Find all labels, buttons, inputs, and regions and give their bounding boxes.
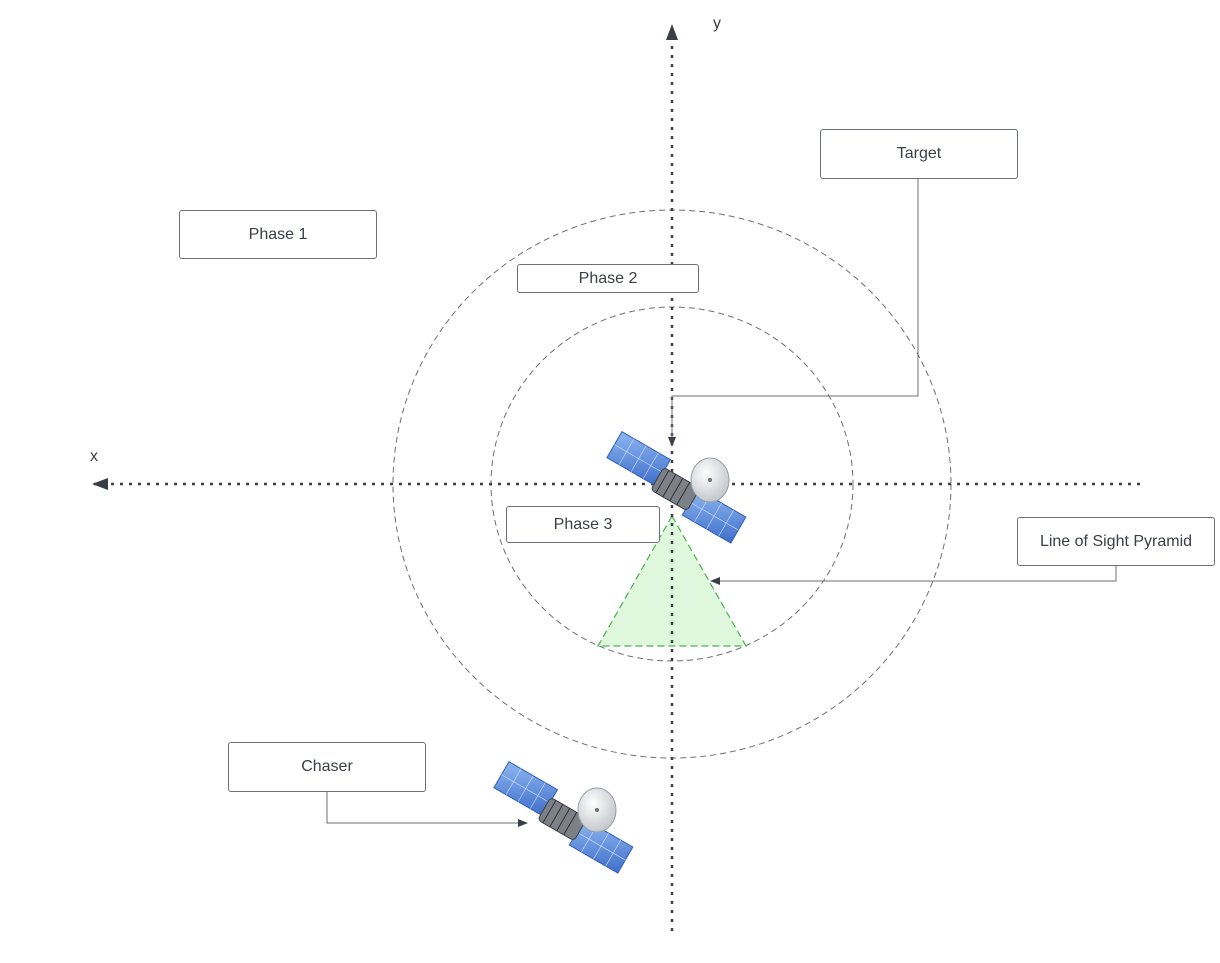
- chaser-label: Chaser: [228, 742, 426, 792]
- phase3-label: Phase 3: [506, 506, 660, 543]
- x-axis-label: x: [90, 448, 98, 465]
- chaser-satellite-icon: [493, 760, 634, 874]
- line-of-sight-pyramid: [596, 514, 748, 647]
- line-of-sight-connector: [710, 565, 1117, 585]
- target-connector: [668, 178, 919, 447]
- target-label: Target: [820, 129, 1018, 179]
- phase1-label: Phase 1: [179, 210, 377, 259]
- line-of-sight-label: Line of Sight Pyramid: [1017, 517, 1215, 566]
- phase2-label: Phase 2: [517, 264, 699, 293]
- chaser-connector: [326, 791, 528, 827]
- target-satellite-icon: [606, 430, 747, 544]
- y-axis-label: y: [713, 15, 721, 32]
